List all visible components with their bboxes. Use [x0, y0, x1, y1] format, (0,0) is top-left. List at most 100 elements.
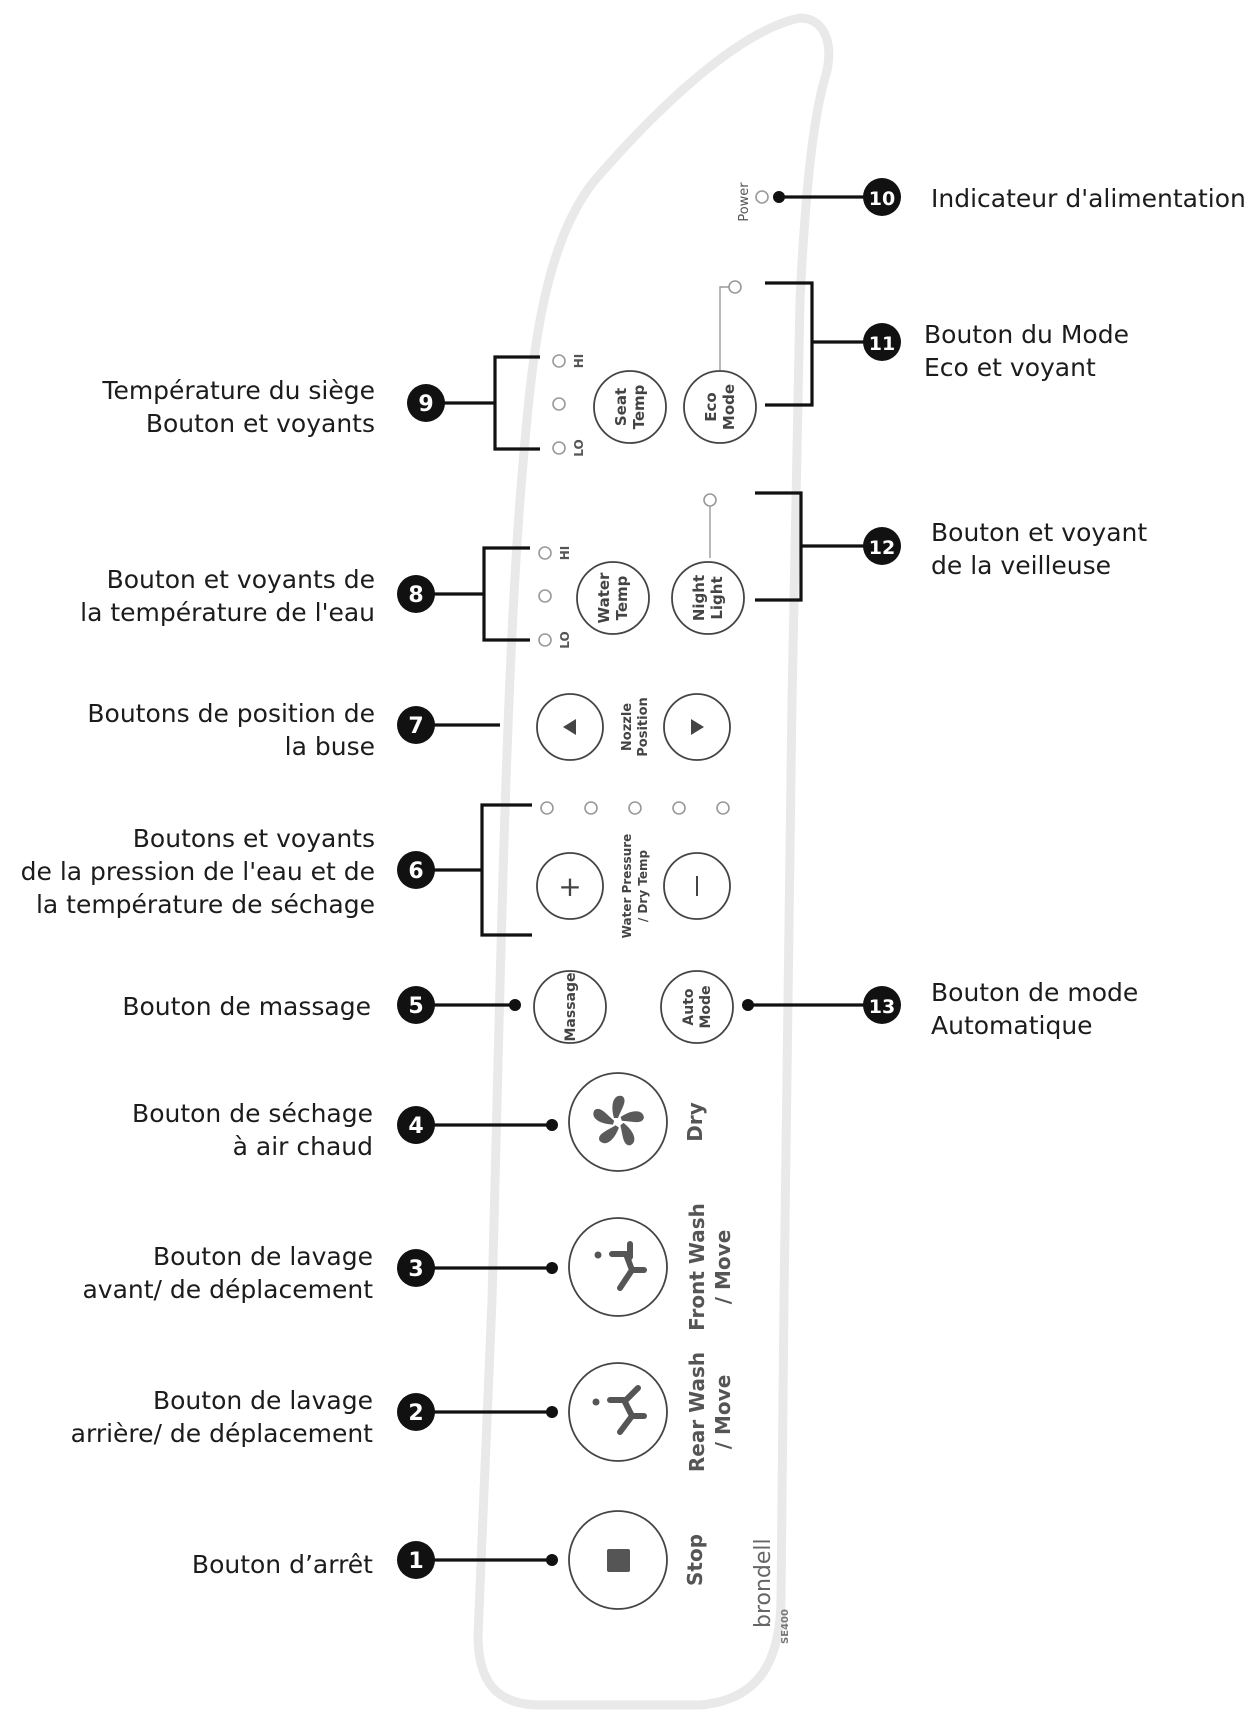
- callout-badge-number: 3: [408, 1257, 423, 1282]
- callout-badge-12: [863, 527, 901, 565]
- stop-label: Stop: [683, 1534, 707, 1586]
- brand-logo: brondell: [751, 1538, 776, 1628]
- auto-mode-label-2: Mode: [698, 985, 714, 1028]
- callout-line: de la veilleuse: [931, 551, 1112, 580]
- callout-line: avant/ de déplacement: [82, 1275, 373, 1304]
- plus-icon: +: [558, 870, 581, 903]
- dry-label: Dry: [683, 1102, 707, 1142]
- callout-line: la buse: [284, 732, 375, 761]
- night-light-button[interactable]: [671, 561, 745, 635]
- callout-line: arrière/ de déplacement: [70, 1419, 373, 1448]
- pressure-led-3: [628, 801, 642, 815]
- callout-1-label: Bouton d’arrêt: [192, 1548, 373, 1581]
- night-light-label-1: Night: [690, 575, 708, 621]
- callout-7-label: Boutons de position de la buse: [87, 697, 375, 763]
- callout-line: Bouton du Mode: [924, 320, 1129, 349]
- callout-line: Indicateur d'alimentation: [931, 184, 1246, 213]
- seat-temp-led-mid: [552, 397, 566, 411]
- callout-badge-number: 6: [408, 859, 423, 884]
- callout-line: Eco et voyant: [924, 353, 1096, 382]
- nozzle-position-label-2: Position: [636, 697, 651, 757]
- callout-line: Automatique: [931, 1011, 1093, 1040]
- water-temp-button[interactable]: [576, 561, 650, 635]
- seat-temp-label-1: Seat: [612, 388, 630, 426]
- pressure-led-5: [716, 801, 730, 815]
- callout-badge-number: 10: [869, 188, 895, 210]
- callout-3-label: Bouton de lavage avant/ de déplacement: [82, 1240, 373, 1306]
- front-wash-button[interactable]: [568, 1217, 668, 1317]
- triangle-left-icon: [563, 719, 576, 735]
- water-temp-hi-label: HI: [558, 546, 572, 561]
- eco-mode-label-2: Mode: [720, 384, 738, 430]
- callout-line: Boutons de position de: [87, 699, 375, 728]
- water-temp-label-1: Water: [595, 572, 613, 623]
- callout-badge-4: [397, 1106, 435, 1144]
- callout-badge-9: [407, 384, 445, 422]
- eco-mode-label-1: Eco: [702, 392, 720, 421]
- seat-temp-button[interactable]: [593, 370, 667, 444]
- massage-button[interactable]: [533, 970, 607, 1044]
- water-temp-led-mid: [538, 589, 552, 603]
- callout-badge-7: [397, 706, 435, 744]
- pressure-led-2: [584, 801, 598, 815]
- callout-line: la température de séchage: [35, 890, 375, 919]
- seat-temp-led-hi: [552, 354, 566, 368]
- callout-badge-11: [863, 323, 901, 361]
- callout-line: la température de l'eau: [80, 598, 375, 627]
- seat-temp-led-lo: [552, 441, 566, 455]
- water-temp-lo-label: LO: [558, 631, 572, 648]
- callout-2-label: Bouton de lavage arrière/ de déplacement: [71, 1384, 373, 1450]
- callout-badge-number: 13: [869, 996, 895, 1018]
- callout-5-label: Bouton de massage: [122, 990, 371, 1023]
- nozzle-position-label-1: Nozzle: [620, 703, 635, 751]
- callout-badge-8: [397, 575, 435, 613]
- callout-8-label: Bouton et voyants de la température de l'…: [80, 563, 375, 629]
- callout-line: Bouton de lavage: [152, 1386, 373, 1415]
- front-wash-icon: [594, 1241, 647, 1291]
- callout-line: de la pression de l'eau et de: [20, 857, 375, 886]
- callout-line: Bouton et voyants de: [106, 565, 375, 594]
- callout-line: Bouton et voyants: [145, 409, 375, 438]
- leader-lines: [430, 195, 870, 1562]
- callout-badge-number: 2: [408, 1401, 423, 1426]
- callout-badge-5: [397, 986, 435, 1024]
- callout-badge-number: 7: [408, 714, 423, 739]
- eco-mode-button[interactable]: [683, 370, 757, 444]
- callout-badge-number: 9: [418, 392, 433, 417]
- rear-wash-label-2: / Move: [711, 1375, 735, 1450]
- auto-mode-button[interactable]: [660, 970, 734, 1044]
- water-temp-led-lo: [538, 633, 552, 647]
- callout-badge-2: [397, 1393, 435, 1431]
- water-temp-led-hi: [538, 546, 552, 560]
- seat-temp-label-2: Temp: [630, 384, 648, 429]
- callout-badge-number: 5: [408, 994, 423, 1019]
- leader-dots: [509, 191, 785, 1566]
- callout-10-label: Indicateur d'alimentation: [931, 182, 1246, 215]
- callout-line: à air chaud: [232, 1132, 373, 1161]
- callout-badge-number: 4: [408, 1114, 423, 1139]
- front-wash-label-1: Front Wash: [685, 1203, 709, 1331]
- water-temp-label-2: Temp: [613, 575, 631, 620]
- callout-badge-number: 12: [869, 537, 895, 559]
- fan-icon: [593, 1095, 644, 1146]
- callout-badge-1: [397, 1541, 435, 1579]
- power-label: Power: [737, 182, 752, 222]
- callout-line: Bouton de mode: [931, 978, 1139, 1007]
- pressure-led-4: [672, 801, 686, 815]
- stop-icon: [607, 1549, 630, 1572]
- callout-line: Température du siège: [102, 376, 375, 405]
- pressure-plus-button[interactable]: [536, 852, 604, 920]
- callout-line: Bouton de lavage: [152, 1242, 373, 1271]
- callout-badge-13: [863, 986, 901, 1024]
- rear-wash-label-1: Rear Wash: [685, 1352, 709, 1472]
- power-led: [755, 190, 769, 204]
- rear-wash-button[interactable]: [568, 1362, 668, 1462]
- remote-outline: [473, 13, 834, 1710]
